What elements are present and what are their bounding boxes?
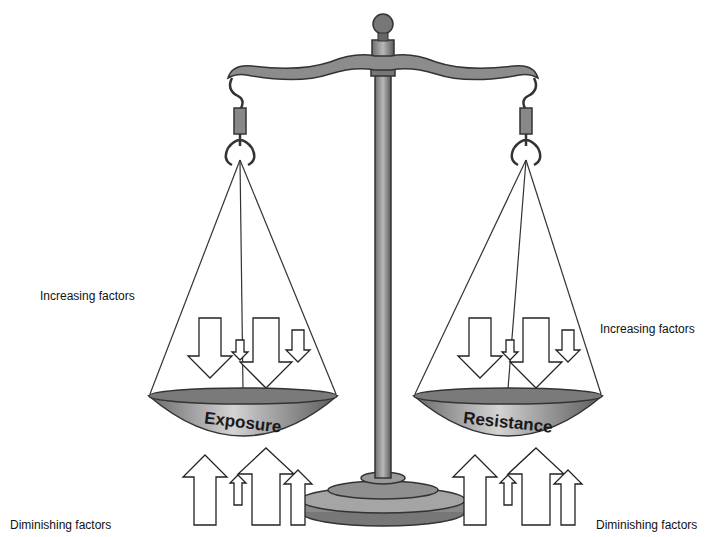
- scale-base: [301, 472, 465, 526]
- scale-finial: [373, 14, 393, 34]
- scale-pan: Resistance: [411, 386, 605, 448]
- scale-hook: [226, 78, 255, 165]
- factor-label: Diminishing factors: [596, 518, 697, 532]
- scale-beam: [228, 55, 538, 80]
- pan-strings: [150, 160, 601, 394]
- diminishing-arrows: [453, 448, 582, 525]
- scale-pole: [375, 70, 391, 478]
- factor-label: Diminishing factors: [10, 518, 111, 532]
- factor-label: Increasing factors: [40, 289, 135, 303]
- factor-label: Increasing factors: [600, 322, 695, 336]
- increasing-arrows: [458, 318, 580, 388]
- diminishing-arrows: [183, 448, 312, 525]
- increasing-arrows: [188, 318, 310, 388]
- scale-hook: [512, 78, 541, 165]
- scale-pan: Exposure: [146, 386, 340, 448]
